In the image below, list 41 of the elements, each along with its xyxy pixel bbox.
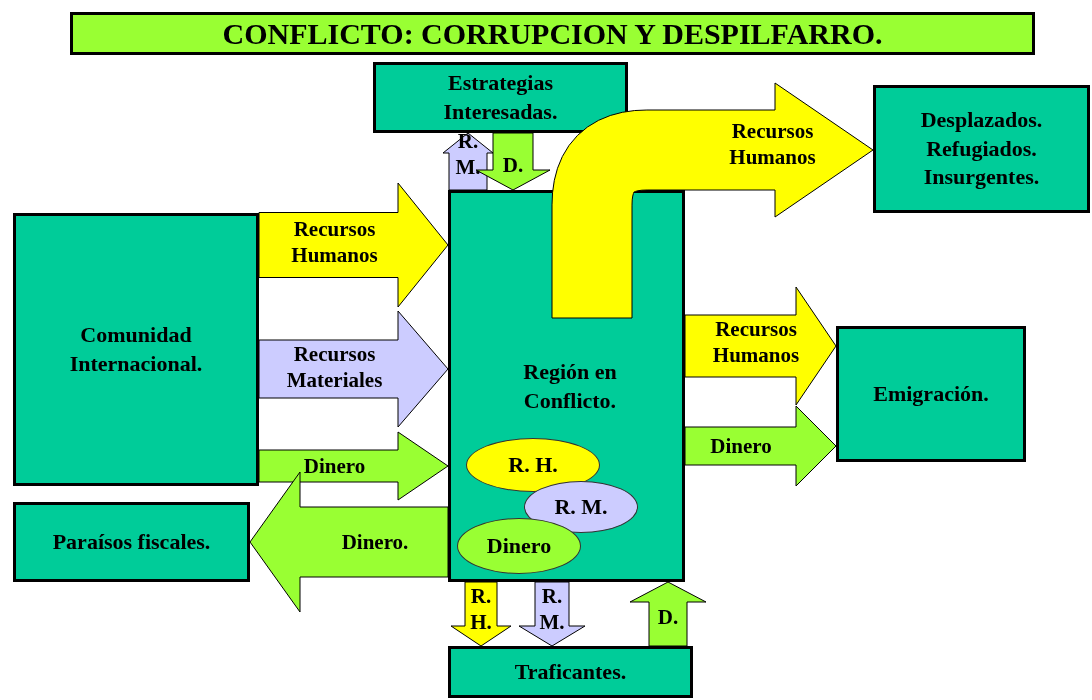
block-arrow bbox=[551, 82, 874, 319]
block-arrow bbox=[475, 132, 551, 191]
process-box bbox=[873, 85, 1090, 213]
edge-label: Recursos Materiales bbox=[285, 341, 384, 394]
block-arrow bbox=[258, 182, 449, 308]
node-label: R. M. bbox=[554, 492, 608, 521]
edge-label: R. M. bbox=[538, 583, 566, 636]
node-label: Comunidad Internacional. bbox=[68, 320, 204, 378]
node-label: Estrategias Interesadas. bbox=[442, 68, 559, 126]
block-arrow bbox=[450, 581, 512, 647]
edge-label: Recursos Humanos bbox=[290, 216, 379, 269]
block-arrow bbox=[629, 581, 707, 647]
node-label: Desplazados. Refugiados. Insurgentes. bbox=[919, 106, 1044, 192]
process-box bbox=[448, 646, 693, 698]
process-box bbox=[373, 62, 628, 133]
node-label: Paraísos fiscales. bbox=[52, 527, 211, 556]
node-label: Dinero bbox=[486, 531, 552, 560]
edge-label: D. bbox=[656, 604, 680, 631]
block-arrow bbox=[249, 471, 449, 613]
block-arrow bbox=[442, 132, 494, 191]
block-arrow bbox=[684, 286, 837, 406]
edge-label: Dinero bbox=[709, 433, 773, 460]
block-arrow bbox=[518, 581, 586, 647]
block-arrow bbox=[258, 310, 449, 428]
edge-label: Recursos Humanos bbox=[711, 316, 801, 369]
edge-label: R. H. bbox=[469, 583, 493, 636]
title-banner: CONFLICTO: CORRUPCION Y DESPILFARRO. bbox=[70, 12, 1035, 55]
edge-label: Dinero bbox=[302, 453, 367, 480]
process-box bbox=[13, 213, 259, 486]
node-label: Región en Conflicto. bbox=[522, 358, 618, 415]
edge-label: Dinero. bbox=[340, 529, 410, 556]
node-label: Traficantes. bbox=[514, 657, 627, 686]
node-label: R. H. bbox=[508, 450, 558, 479]
process-box bbox=[13, 502, 250, 582]
edge-label: D. bbox=[501, 152, 525, 179]
process-box bbox=[836, 326, 1026, 462]
edge-label: Recursos Humanos bbox=[728, 118, 817, 171]
edge-label: R. M. bbox=[454, 128, 482, 181]
node-label: Emigración. bbox=[873, 379, 989, 408]
block-arrow bbox=[684, 405, 837, 487]
block-arrow bbox=[258, 431, 449, 501]
